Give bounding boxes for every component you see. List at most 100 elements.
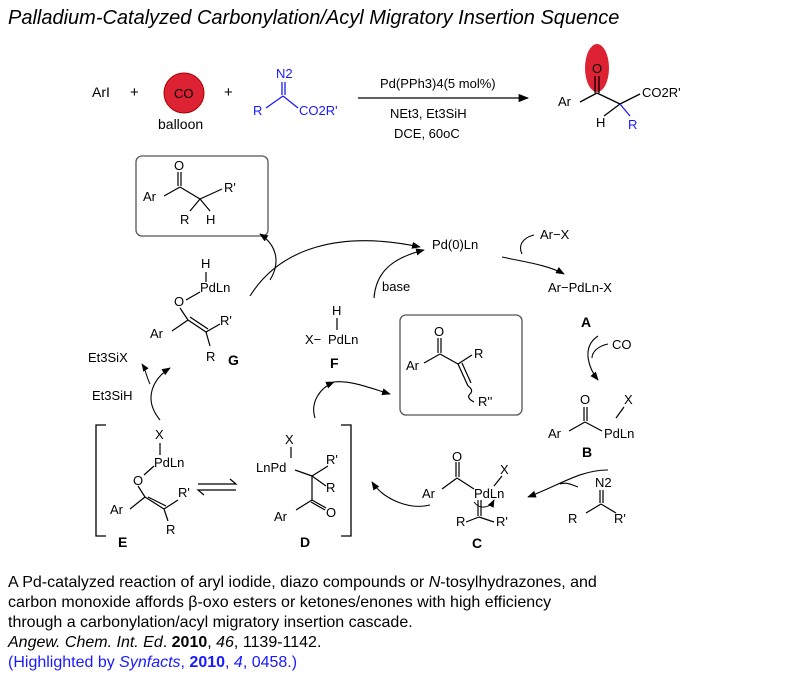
product-o: O	[592, 61, 602, 76]
diazo-ester-structure	[265, 82, 299, 109]
caption-text: β	[188, 594, 198, 611]
diazo-reagent-r: R	[568, 511, 577, 526]
ketone-r: R	[180, 212, 189, 227]
label-d: D	[300, 534, 310, 550]
label-e: E	[118, 534, 127, 550]
highlight-journal: Synfacts	[119, 654, 181, 671]
d-pd: LnPd	[256, 460, 286, 475]
c-o: O	[452, 449, 462, 464]
diazo-reagent-structure	[585, 490, 617, 514]
label-a: A	[581, 314, 591, 330]
diazo-reagent-n2: N2	[595, 475, 612, 490]
g-o: O	[174, 294, 184, 309]
c-r: R	[456, 514, 465, 529]
citation-text: ,	[207, 634, 217, 651]
ketone-product-box	[135, 155, 269, 237]
co-insertion-arrow	[587, 335, 599, 381]
g-r2: R'	[220, 313, 232, 328]
intermediate-e-structure	[129, 443, 179, 522]
plus-sign: +	[130, 84, 139, 101]
highlight-text: , 0458.)	[242, 654, 298, 671]
insertion-arrow	[371, 481, 431, 507]
condition-catalyst: Pd(PPh3)4(5 mol%)	[380, 76, 496, 91]
caption-text: carbon monoxide affords	[8, 594, 189, 611]
e-r: R	[166, 522, 175, 537]
condition-reagents: NEt3, Et3SiH	[390, 106, 467, 121]
citation-year: 2010	[171, 634, 208, 651]
g-r: R	[206, 349, 215, 364]
d-r: R	[326, 480, 335, 495]
c-pd: PdLn	[474, 486, 504, 501]
page-title: Palladium-Catalyzed Carbonylation/Acyl M…	[8, 7, 619, 29]
balloon-label: balloon	[158, 116, 203, 132]
co-reagent: CO	[612, 337, 632, 352]
diazo-reagent-r2: R'	[614, 511, 626, 526]
left-bracket	[95, 424, 106, 537]
aryl-halide-label: Ar−X	[540, 227, 570, 242]
aryl-iodide-label: ArI	[92, 84, 110, 100]
product-r: R	[628, 117, 637, 132]
plus-sign: +	[224, 84, 233, 101]
et3six-label: Et3SiX	[88, 350, 128, 365]
highlight-citation[interactable]: (Highlighted by Synfacts, 2010, 4, 0458.…	[8, 654, 297, 672]
e-pd: PdLn	[154, 455, 184, 470]
highlight-text: (Highlighted by	[8, 654, 120, 671]
d-ar: Ar	[274, 509, 288, 524]
enone-product-box	[399, 314, 523, 416]
ketone-ar: Ar	[143, 189, 157, 204]
enone-release-arrow	[333, 381, 391, 396]
c-ar: Ar	[422, 486, 436, 501]
g-ar: Ar	[150, 326, 164, 341]
ketone-h: H	[206, 212, 215, 227]
intermediate-d-structure	[290, 447, 329, 511]
citation-volume: 46	[216, 634, 234, 651]
et3sih-label: Et3SiH	[92, 388, 132, 403]
arx-entry-curve	[519, 234, 535, 255]
d-x: X	[285, 432, 294, 447]
product-ester: CO2R'	[642, 85, 681, 100]
caption-line-1: A Pd-catalyzed reaction of aryl iodide, …	[8, 574, 597, 592]
diazo-entry-curve	[559, 482, 579, 488]
carbene-formation-arrow	[527, 469, 609, 498]
citation: Angew. Chem. Int. Ed. 2010, 46, 1139-114…	[8, 634, 321, 652]
co-entry-curve	[591, 343, 609, 359]
f-x: X−	[305, 332, 321, 347]
diazo-ester: CO2R'	[299, 103, 338, 118]
caption-text: A Pd-catalyzed reaction of aryl iodide, …	[8, 574, 429, 591]
oxidative-addition-arrow	[501, 256, 565, 275]
label-c: C	[472, 535, 482, 551]
f-pd: PdLn	[328, 332, 358, 347]
carbonyl-highlight	[585, 44, 609, 92]
b-o: O	[580, 392, 590, 407]
migration-curved-arrow	[473, 499, 495, 508]
enone-product-structure	[423, 338, 475, 403]
g-pd: PdLn	[200, 280, 230, 295]
ketone-r2: R'	[224, 180, 236, 195]
pd0-label: Pd(0)Ln	[432, 237, 478, 252]
enone-r2: R''	[478, 394, 492, 409]
e-x: X	[155, 427, 164, 442]
label-b: B	[582, 444, 592, 460]
enone-o: O	[434, 324, 444, 339]
ketone-o: O	[174, 158, 184, 173]
caption-line-2: carbon monoxide affords β-oxo esters or …	[8, 594, 551, 612]
diazo-n2: N2	[276, 66, 293, 81]
c-r2: R'	[496, 514, 508, 529]
enone-r: R	[474, 346, 483, 361]
co-balloon-icon	[163, 72, 205, 114]
reaction-scheme: Palladium-Catalyzed Carbonylation/Acyl M…	[8, 7, 681, 551]
highlight-issue: 4	[233, 654, 243, 671]
enone-ar: Ar	[406, 358, 420, 373]
g-h: H	[201, 256, 210, 271]
product-ar: Ar	[558, 94, 572, 109]
caption-text: -oxo esters or ketones/enones with high …	[197, 594, 552, 611]
e-r2: R'	[178, 485, 190, 500]
b-x: X	[624, 392, 633, 407]
e-o: O	[133, 473, 143, 488]
b-pd: PdLn	[604, 426, 634, 441]
base-regeneration-arrow	[373, 248, 425, 299]
ketone-release-arrow	[259, 233, 277, 281]
highlight-year: 2010	[189, 654, 226, 671]
intermediate-c-structure	[441, 462, 503, 523]
intermediate-a: Ar−PdLn-X	[548, 280, 612, 295]
